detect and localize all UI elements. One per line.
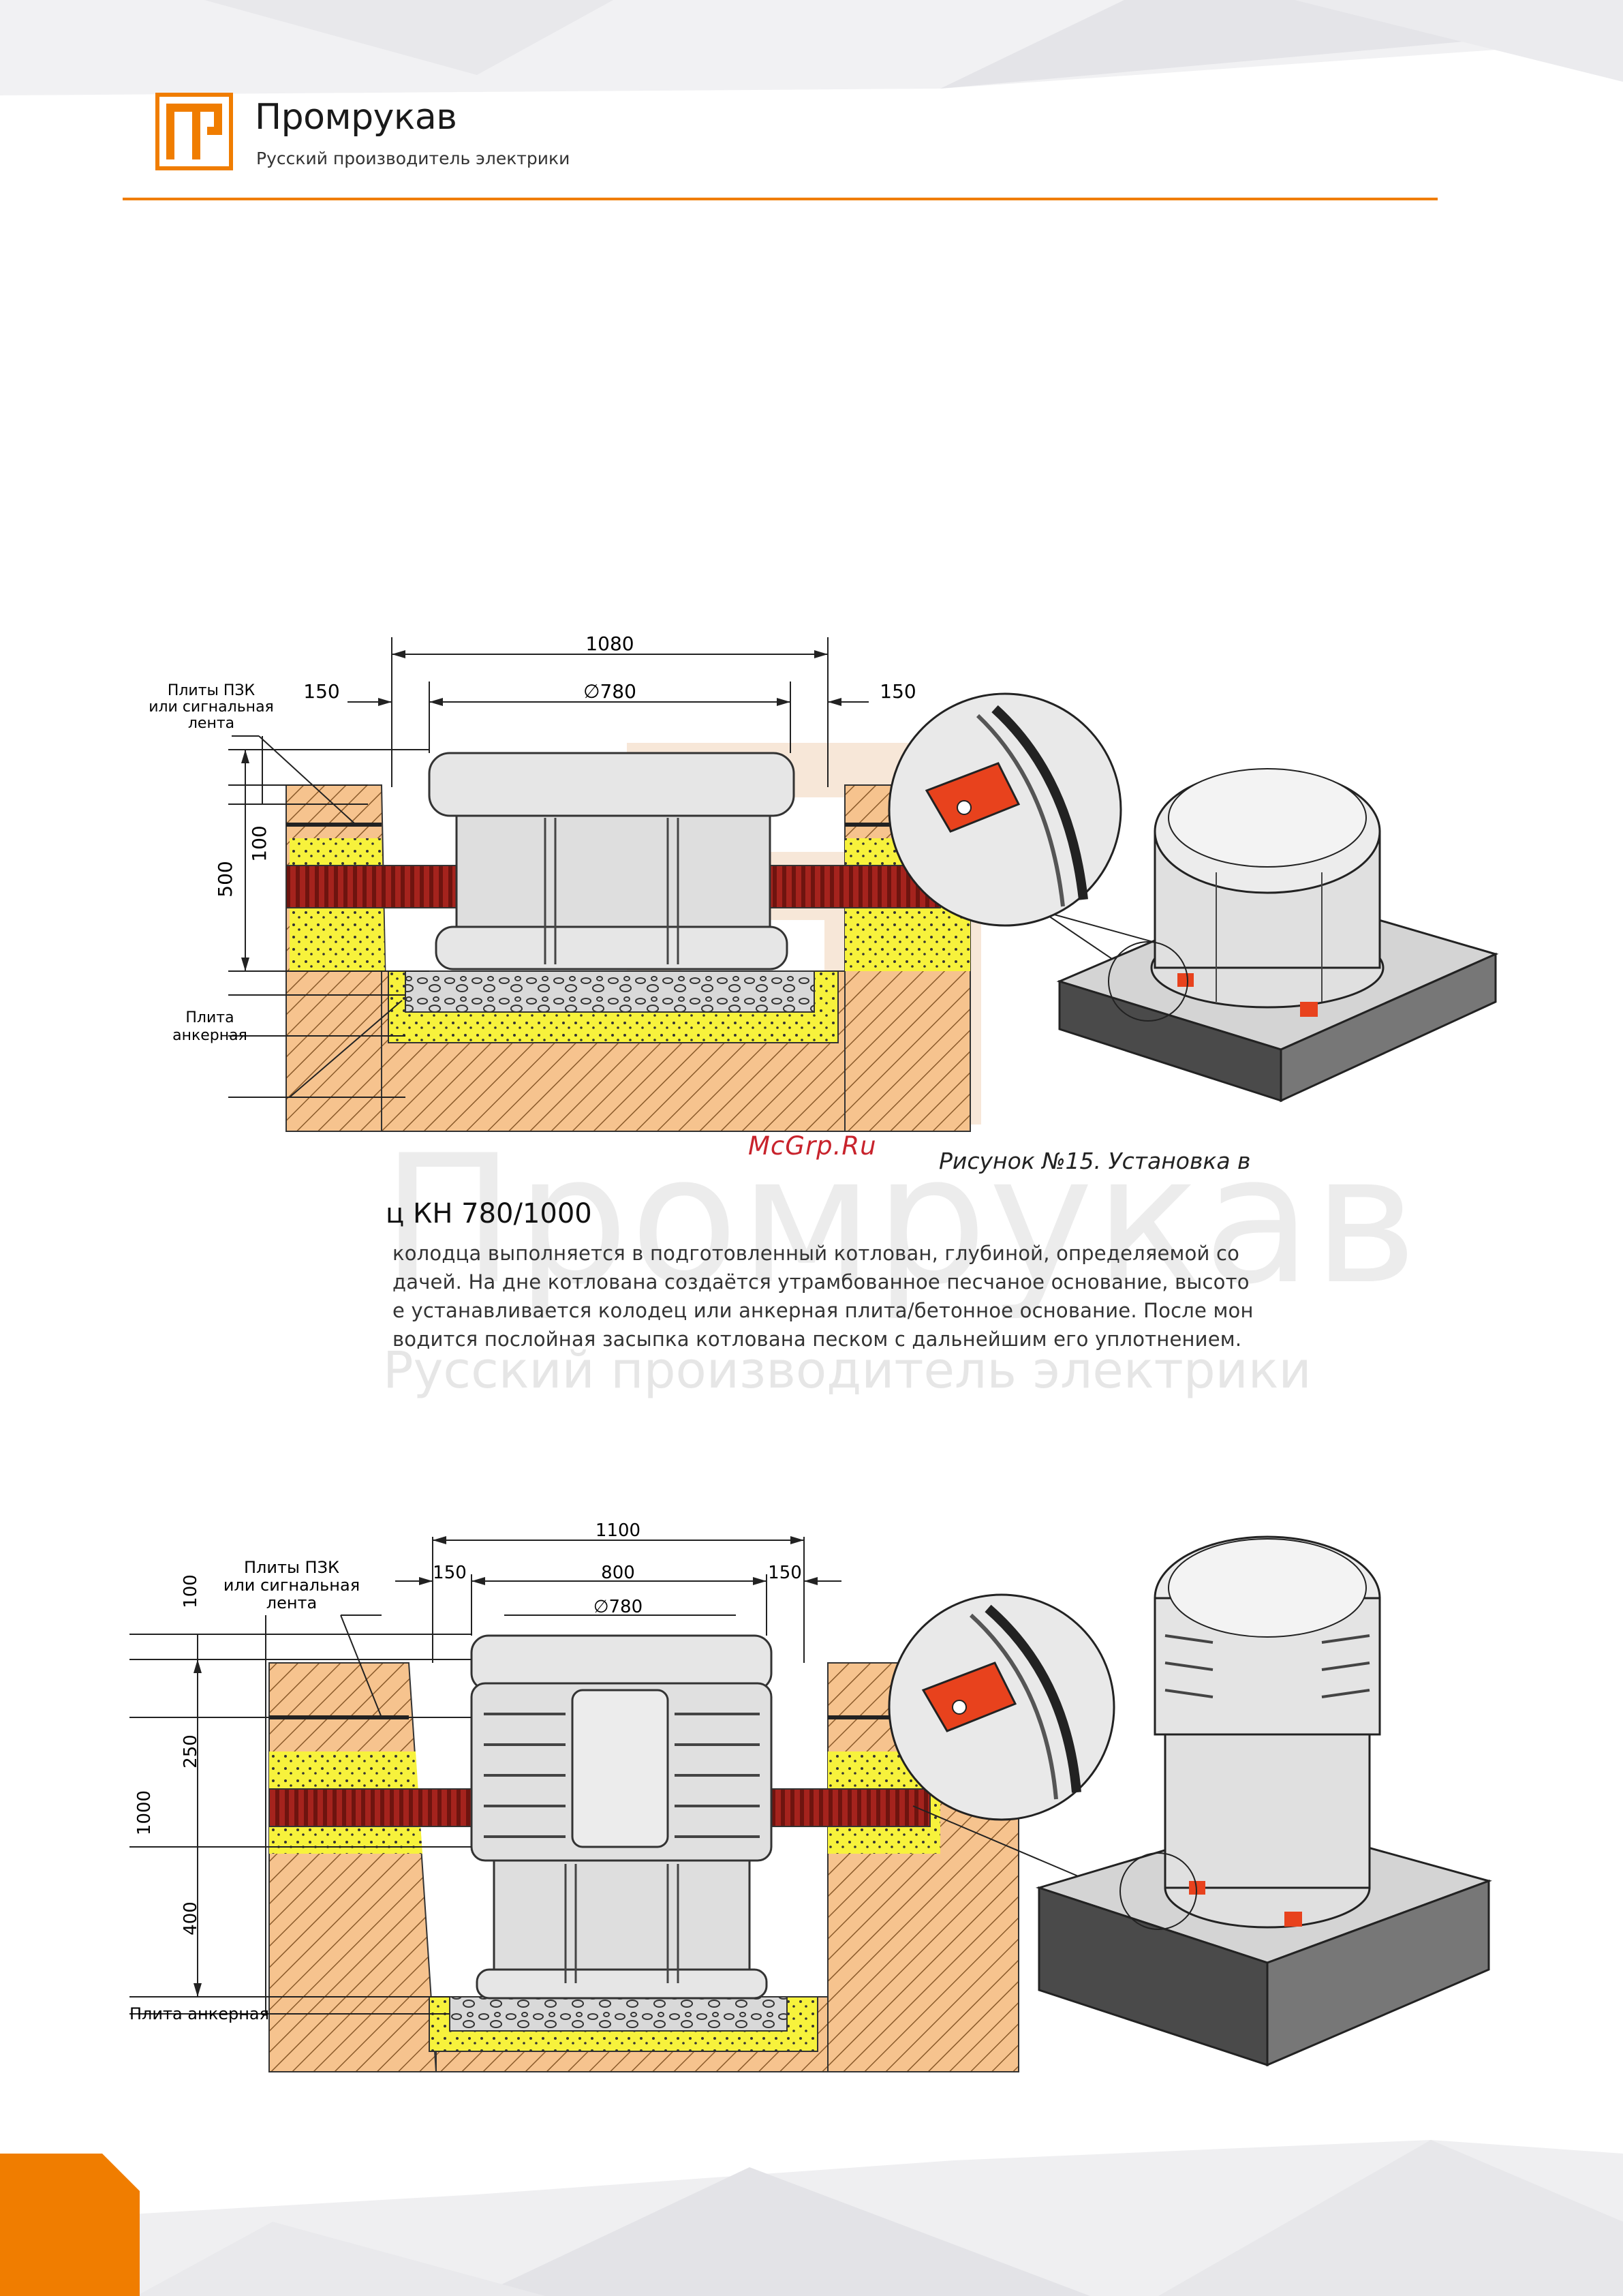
figure-caption: Рисунок №15. Установка в xyxy=(939,1148,1251,1174)
body-text-line: водится послойная засыпка котлована песк… xyxy=(392,1328,1242,1351)
dim-v1: 100 xyxy=(181,1574,201,1608)
installation-diagram-bottom: 1100 150 800 150 ∅780 100 250 400 1000 П… xyxy=(129,1520,1492,2072)
label-plates-3: лента xyxy=(188,715,234,732)
label-plates-2: или сигнальная xyxy=(223,1576,360,1595)
brand-tagline: Русский производитель электрики xyxy=(256,149,570,168)
body-text-line: дачей. На дне котлована создаётся утрамб… xyxy=(392,1270,1250,1294)
installation-diagram-top: 1080 ∅780 150 150 500 100 Плиты ПЗК или … xyxy=(149,632,1499,1132)
label-plates-1: Плиты ПЗК xyxy=(168,682,256,699)
dim-left: 150 xyxy=(303,680,339,703)
label-plates-2: или сигнальная xyxy=(149,699,274,716)
brand-logo-icon xyxy=(155,93,233,170)
body-text-line: колодца выполняется в подготовленный кот… xyxy=(392,1242,1240,1265)
dim-left: 150 xyxy=(433,1563,467,1583)
dim-inner: 800 xyxy=(601,1563,635,1583)
footer-background xyxy=(0,2140,1623,2296)
label-anchor-1: Плита xyxy=(185,1009,234,1026)
header-background xyxy=(0,0,1623,95)
dim-v3: 400 xyxy=(181,1901,201,1935)
dim-depth: 100 xyxy=(248,825,270,861)
dim-v2: 250 xyxy=(181,1734,201,1769)
section-title: ц КН 780/1000 xyxy=(386,1198,592,1229)
site-watermark-link[interactable]: McGrp.Ru xyxy=(748,1131,877,1161)
label-plates-3: лента xyxy=(266,1593,317,1612)
dim-diameter: ∅780 xyxy=(583,680,636,703)
header-divider xyxy=(123,198,1438,200)
watermark-tagline: Русский производитель электрики xyxy=(383,1341,1312,1400)
dim-total: 1100 xyxy=(596,1520,640,1541)
dim-diameter: ∅780 xyxy=(593,1597,643,1617)
dim-right: 150 xyxy=(880,680,916,703)
dim-height: 1000 xyxy=(134,1790,155,1835)
label-anchor: Плита анкерная xyxy=(129,2004,269,2023)
brand-name: Промрукав xyxy=(255,97,457,138)
watermark-brand: Промрукав xyxy=(382,1118,1419,1323)
dim-right: 150 xyxy=(768,1563,802,1583)
body-text-line: е устанавливается колодец или анкерная п… xyxy=(392,1299,1254,1322)
dim-total: 1080 xyxy=(585,632,634,655)
corner-accent xyxy=(0,2154,140,2296)
label-anchor-2: анкерная xyxy=(172,1027,247,1044)
dim-height: 500 xyxy=(214,861,236,897)
label-plates-1: Плиты ПЗК xyxy=(244,1558,339,1577)
